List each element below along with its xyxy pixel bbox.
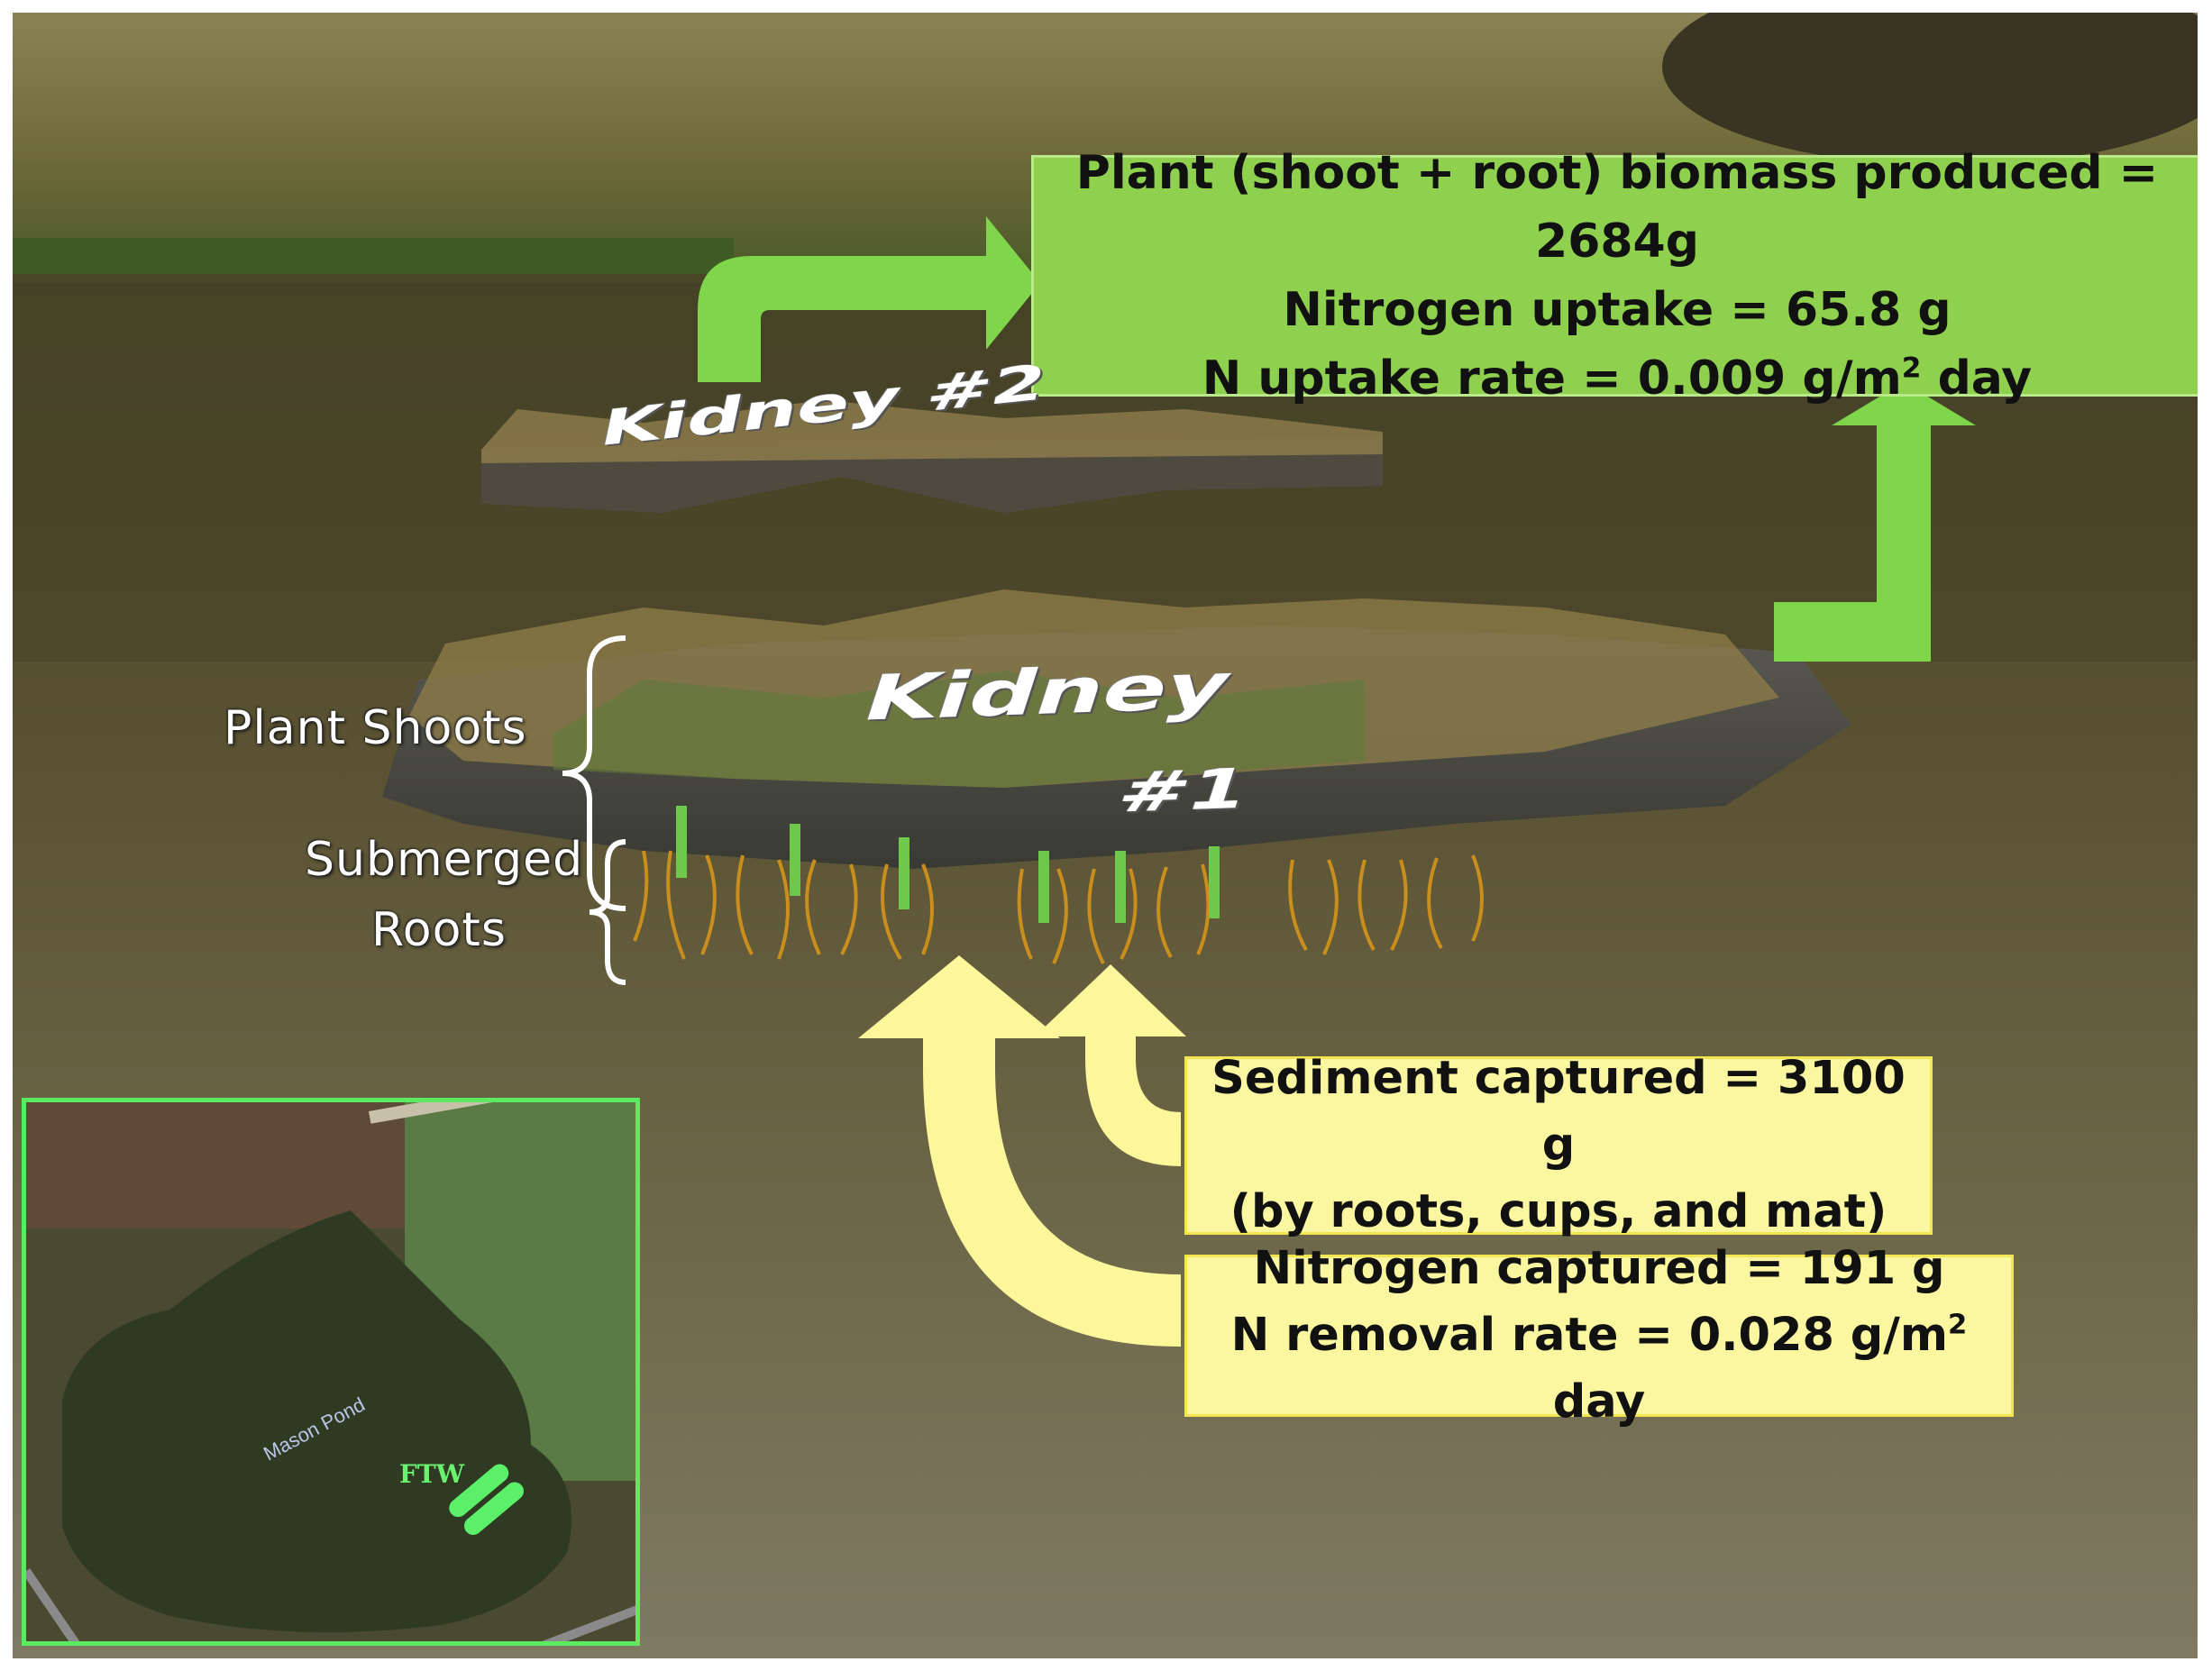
submerged-roots-label-line2: Roots — [371, 903, 507, 957]
n-removal-rate-tail: day — [1552, 1375, 1646, 1429]
root-flow-markers — [676, 806, 1220, 923]
n-removal-rate-sup: 2 — [1948, 1309, 1968, 1341]
yellow-arrow-sediment — [1035, 964, 1186, 1166]
plant-biomass-text: Plant (shoot + root) biomass produced = … — [1075, 146, 2159, 269]
tree-cluster — [1662, 13, 2198, 166]
yellow-arrow-nitrogen — [858, 955, 1181, 1347]
sediment-captured-text: Sediment captured = 3100 g — [1211, 1052, 1906, 1172]
n-uptake-rate-sup: 2 — [1901, 352, 1922, 385]
kidney-1-label-line1: Kidney — [854, 648, 1241, 735]
green-arrow-from-island — [1774, 382, 1976, 662]
nitrogen-captured-text: Nitrogen captured = 191 g — [1253, 1242, 1945, 1295]
ftw-label: FTW — [399, 1459, 465, 1489]
n-uptake-rate-tail: day — [1921, 352, 2033, 406]
kidney-2-plants — [481, 400, 1383, 463]
mason-pond-water — [62, 1210, 571, 1632]
sediment-source-text: (by roots, cups, and mat) — [1229, 1185, 1888, 1238]
n-removal-rate-main: N removal rate = 0.028 g/m — [1230, 1309, 1949, 1362]
sediment-callout: Sediment captured = 3100 g (by roots, cu… — [1184, 1052, 1933, 1238]
n-uptake-rate-main: N uptake rate = 0.009 g/m — [1202, 352, 1902, 406]
submerged-roots-drawing — [633, 850, 1484, 964]
plant-shoots-label: Plant Shoots — [224, 701, 527, 755]
n-removal-rate-text: N removal rate = 0.028 g/m2 day — [1187, 1302, 2011, 1436]
aerial-map-inset: Mason Pond FTW — [22, 1098, 640, 1646]
nitrogen-uptake-text: Nitrogen uptake = 65.8 g — [1283, 283, 1951, 337]
nitrogen-captured-callout: Nitrogen captured = 191 g N removal rate… — [1184, 1242, 2014, 1429]
submerged-roots-label-line1: Submerged — [305, 833, 584, 887]
kidney-1-green-shoots — [553, 671, 1365, 788]
kidney-1-label-line2: #1 — [1109, 756, 1258, 826]
n-uptake-rate-text: N uptake rate = 0.009 g/m2 day — [1034, 344, 2198, 413]
ftw-marker — [449, 1464, 524, 1536]
green-arrow-to-plant-box — [698, 216, 1040, 382]
aerial-map-drawing — [26, 1102, 635, 1641]
shoots-brace — [562, 635, 626, 911]
photo-scene: Plant (shoot + root) biomass produced = … — [13, 13, 2198, 1658]
roots-brace — [589, 839, 626, 985]
plant-biomass-callout: Plant (shoot + root) biomass produced = … — [1031, 146, 2198, 406]
